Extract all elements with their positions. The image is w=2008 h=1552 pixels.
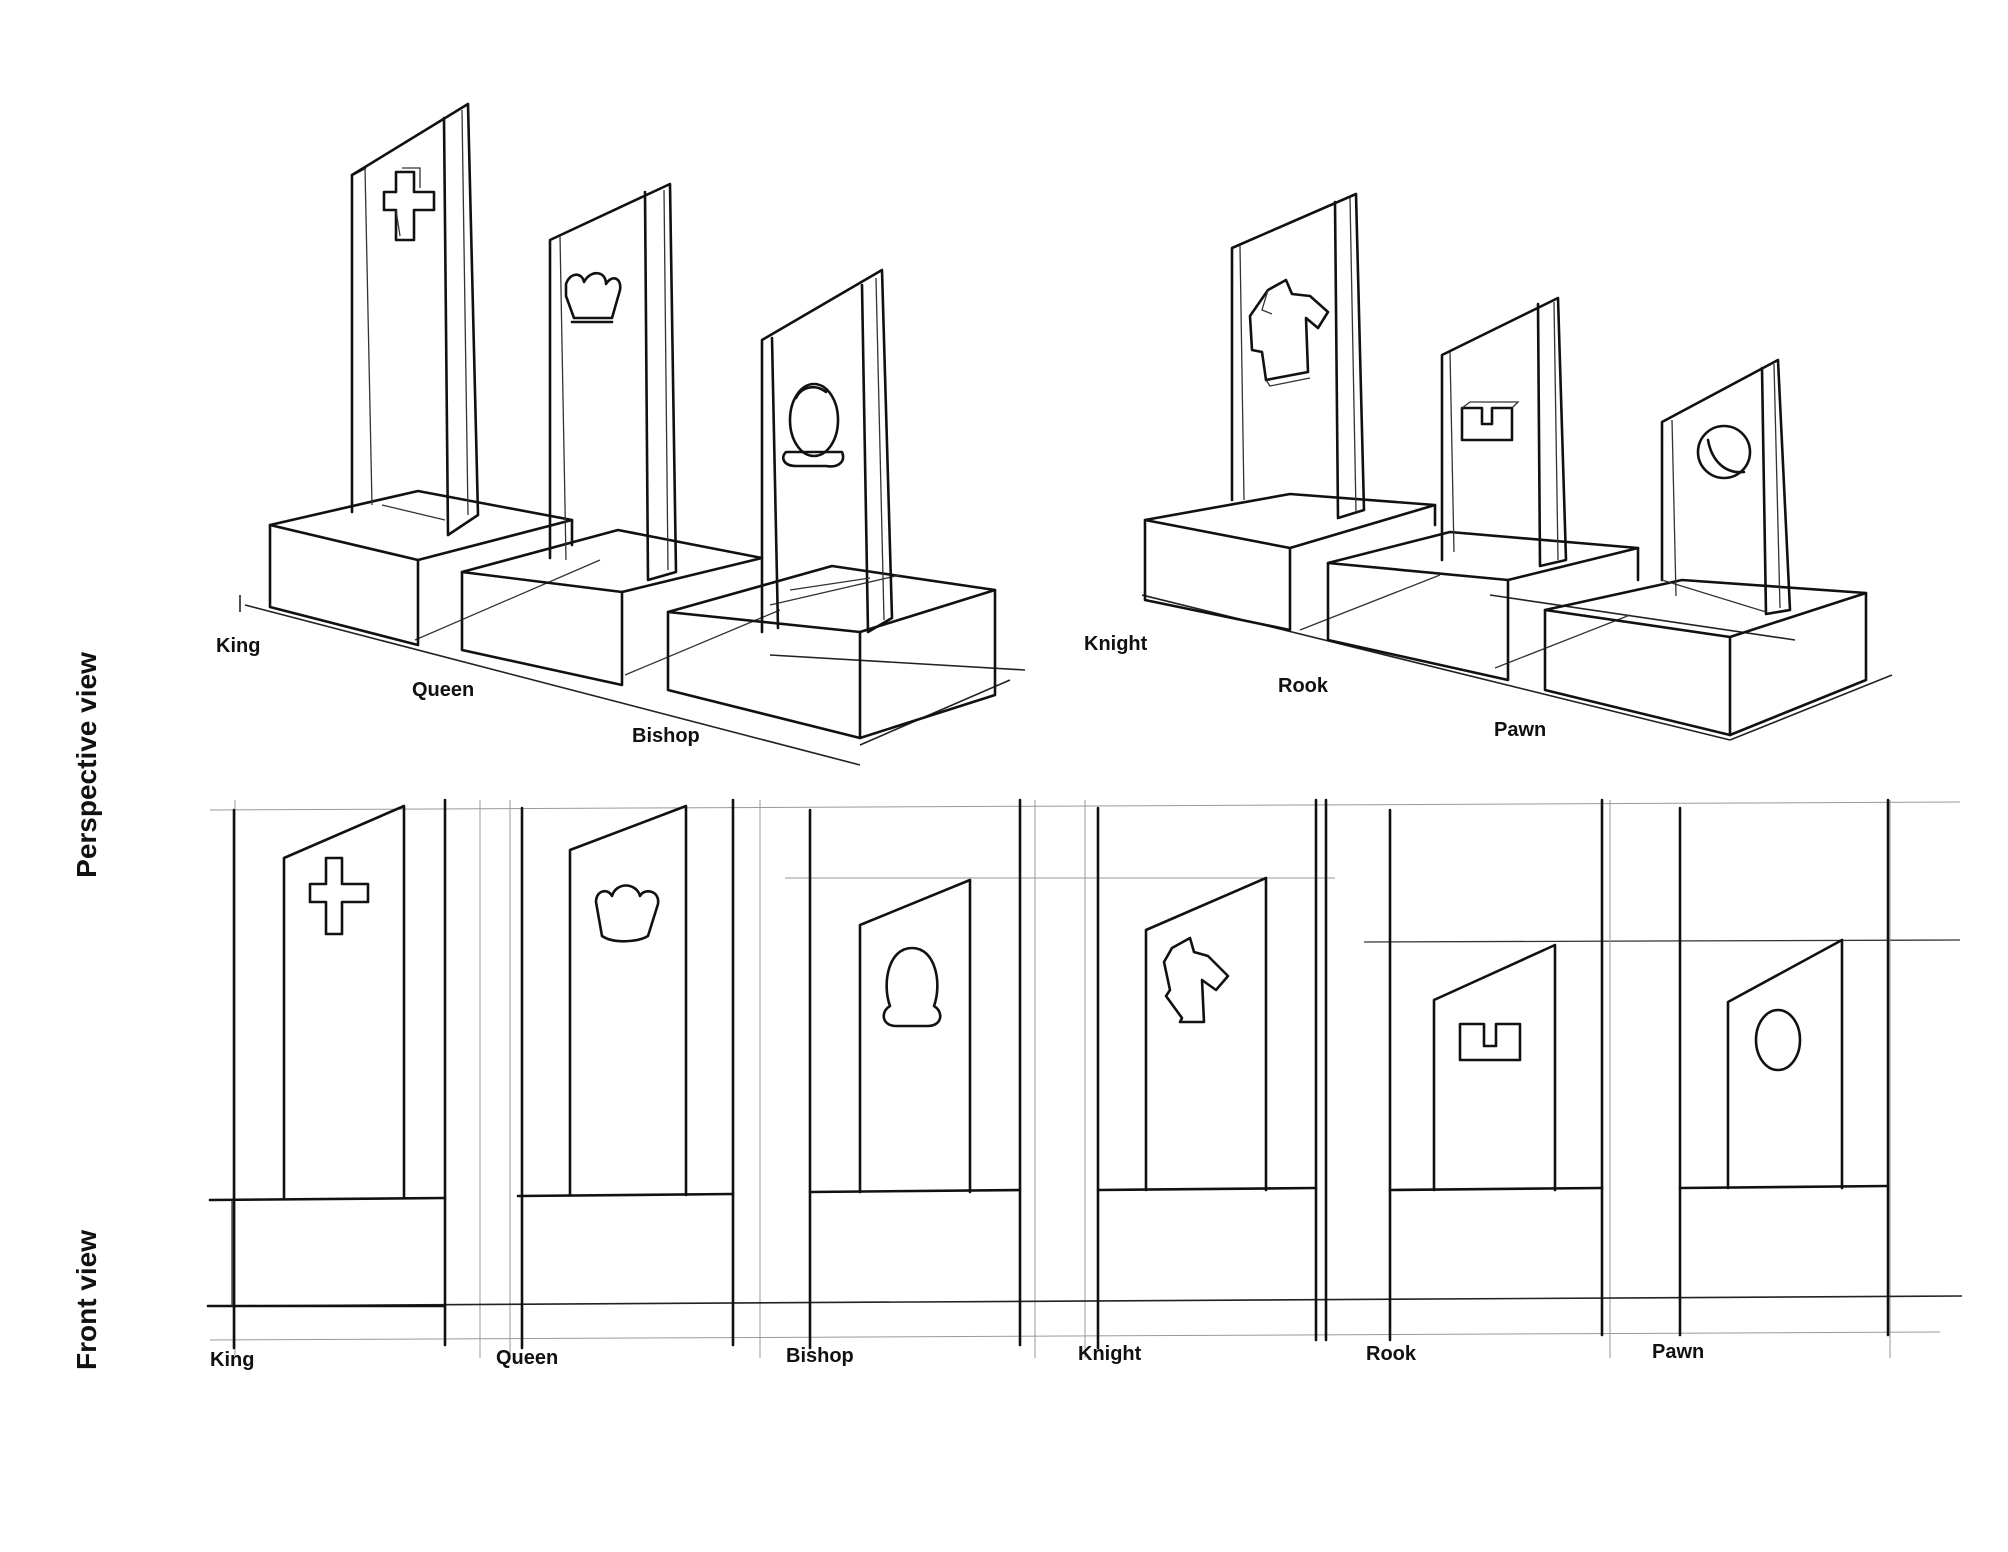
perspective-king-base — [268, 489, 574, 647]
horse-icon — [1248, 278, 1330, 387]
perspective-king-panel — [350, 102, 480, 537]
perspective-knight-base — [1143, 492, 1437, 632]
tower-icon — [1458, 1022, 1522, 1062]
label-persp-rook: Rook — [1278, 675, 1329, 697]
label-persp-queen: Queen — [412, 679, 474, 701]
mitre-icon — [782, 382, 845, 468]
label-front-pawn: Pawn — [1652, 1341, 1704, 1363]
perspective-view-label: Perspective view — [71, 652, 102, 878]
circle-icon — [1754, 1008, 1802, 1072]
cross-icon — [382, 167, 436, 242]
label-persp-bishop: Bishop — [632, 725, 700, 747]
label-front-rook: Rook — [1366, 1343, 1417, 1365]
mitre-icon — [882, 946, 942, 1028]
perspective-queen-panel — [548, 182, 678, 582]
front-bishop — [808, 798, 1022, 1350]
front-view-group — [206, 798, 1963, 1358]
perspective-pawn-panel — [1660, 358, 1792, 616]
front-labels: King Queen Bishop Knight Rook Pawn — [210, 1341, 1704, 1371]
perspective-queen-base — [460, 528, 764, 687]
tower-icon — [1460, 401, 1520, 442]
perspective-pawn-base — [1543, 578, 1868, 737]
label-persp-pawn: Pawn — [1494, 719, 1546, 741]
crown-icon — [564, 271, 622, 324]
horse-icon — [1162, 936, 1230, 1024]
front-queen — [516, 798, 735, 1350]
perspective-rook-panel — [1440, 296, 1568, 568]
label-persp-king: King — [216, 635, 260, 657]
perspective-bishop-panel — [760, 268, 894, 634]
label-persp-knight: Knight — [1084, 633, 1148, 655]
front-king — [206, 798, 447, 1350]
front-view-label: Front view — [71, 1230, 102, 1370]
perspective-left-group — [239, 102, 1026, 766]
label-front-knight: Knight — [1078, 1343, 1142, 1365]
cross-icon — [308, 856, 370, 936]
perspective-rook-base — [1326, 530, 1640, 682]
label-front-queen: Queen — [496, 1347, 558, 1369]
perspective-knight-panel — [1230, 192, 1366, 520]
front-rook — [1388, 798, 1604, 1342]
circle-icon — [1696, 424, 1752, 480]
perspective-labels: King Queen Bishop Knight Rook Pawn — [216, 633, 1546, 747]
perspective-right-group — [1141, 192, 1893, 741]
label-front-king: King — [210, 1349, 254, 1371]
label-front-bishop: Bishop — [786, 1345, 854, 1367]
front-pawn — [1678, 798, 1890, 1337]
crown-icon — [594, 884, 660, 943]
perspective-bishop-base — [666, 564, 997, 740]
front-knight — [1096, 798, 1328, 1350]
